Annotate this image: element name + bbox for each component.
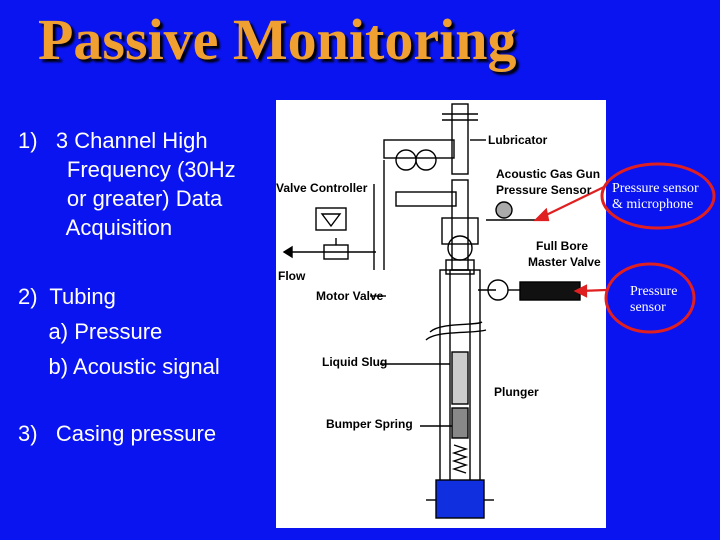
callout-line: sensor xyxy=(630,300,666,315)
list-spacer xyxy=(18,242,236,282)
callout-line: Pressure xyxy=(630,284,678,299)
bullet-list: 1) 3 Channel High Frequency (30Hz or gre… xyxy=(18,126,236,448)
label-valve-controller: Valve Controller xyxy=(276,181,368,195)
slide-title: Passive Monitoring xyxy=(38,7,517,72)
callout-arrow xyxy=(539,185,607,219)
label-lubricator: Lubricator xyxy=(488,133,548,147)
list-line: 3) Casing pressure xyxy=(18,421,217,446)
callout-line: & microphone xyxy=(612,197,694,212)
pressure-mic-callout: Pressure sensor & microphone xyxy=(612,181,699,213)
bumper-spring xyxy=(451,444,469,474)
well-diagram: Lubricator Acoustic Gas Gun Pressure Sen… xyxy=(276,100,607,528)
reservoir xyxy=(435,479,485,519)
callout-line: Pressure sensor xyxy=(612,181,699,196)
label-motor-valve: Motor Valve xyxy=(316,289,384,303)
list-line: 2) Tubing xyxy=(18,284,116,309)
list-line: Frequency (30Hz xyxy=(18,157,236,182)
label-bumper-spring: Bumper Spring xyxy=(326,417,413,431)
pressure-sensor-callout-ring xyxy=(604,262,696,334)
label-full-bore: Full Bore xyxy=(536,239,588,253)
liquid-slug xyxy=(451,351,469,405)
plunger xyxy=(451,407,469,439)
label-acoustic-gun: Pressure Sensor xyxy=(496,183,592,197)
label-master-valve: Master Valve xyxy=(528,255,601,269)
valve-controller-box xyxy=(315,207,347,231)
label-plunger: Plunger xyxy=(494,385,539,399)
label-flow: Flow xyxy=(278,269,306,283)
pressure-mic-callout-ring xyxy=(600,162,716,230)
list-line: a) Pressure xyxy=(18,319,163,344)
list-line: or greater) Data xyxy=(18,186,223,211)
pressure-sensor-body xyxy=(519,281,581,301)
callout-rings xyxy=(600,162,716,334)
list-spacer xyxy=(18,381,236,419)
well-diagram-svg: Lubricator Acoustic Gas Gun Pressure Sen… xyxy=(276,103,607,519)
pressure-sensor-callout: Pressure sensor xyxy=(630,284,677,316)
label-liquid-slug: Liquid Slug xyxy=(322,355,387,369)
list-line: 1) 3 Channel High xyxy=(18,128,208,153)
lubricator-pipe xyxy=(451,103,469,175)
label-acoustic-gun: Acoustic Gas Gun xyxy=(496,167,600,181)
list-line: Acquisition xyxy=(18,215,173,240)
list-line: b) Acoustic signal xyxy=(18,354,220,379)
